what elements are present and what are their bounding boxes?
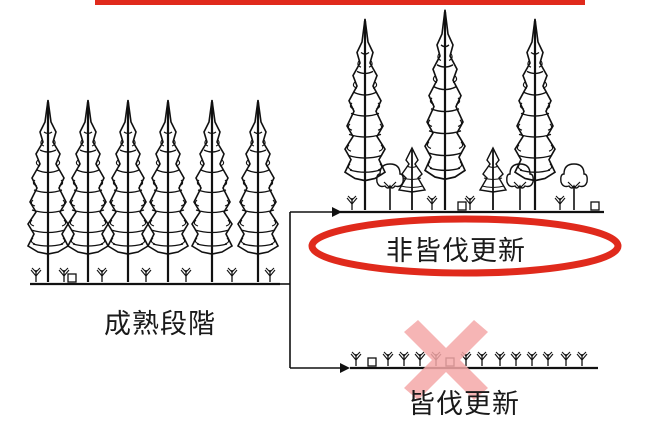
arrowhead-bottom — [340, 363, 350, 373]
branch-arrows — [280, 211, 340, 369]
clearcut-stand — [350, 351, 598, 370]
non-clearcut-label: 非皆伐更新 — [386, 236, 526, 267]
mature-stand — [26, 98, 280, 286]
arrowhead-top — [332, 207, 342, 217]
non-clearcut-stand — [340, 8, 604, 214]
mature-stage-label: 成熟段階 — [104, 309, 216, 340]
cross-mark — [404, 320, 488, 400]
highlight-ellipse — [308, 215, 622, 277]
clearcut-label: 皆伐更新 — [408, 389, 520, 420]
top-red-bar — [95, 0, 585, 5]
